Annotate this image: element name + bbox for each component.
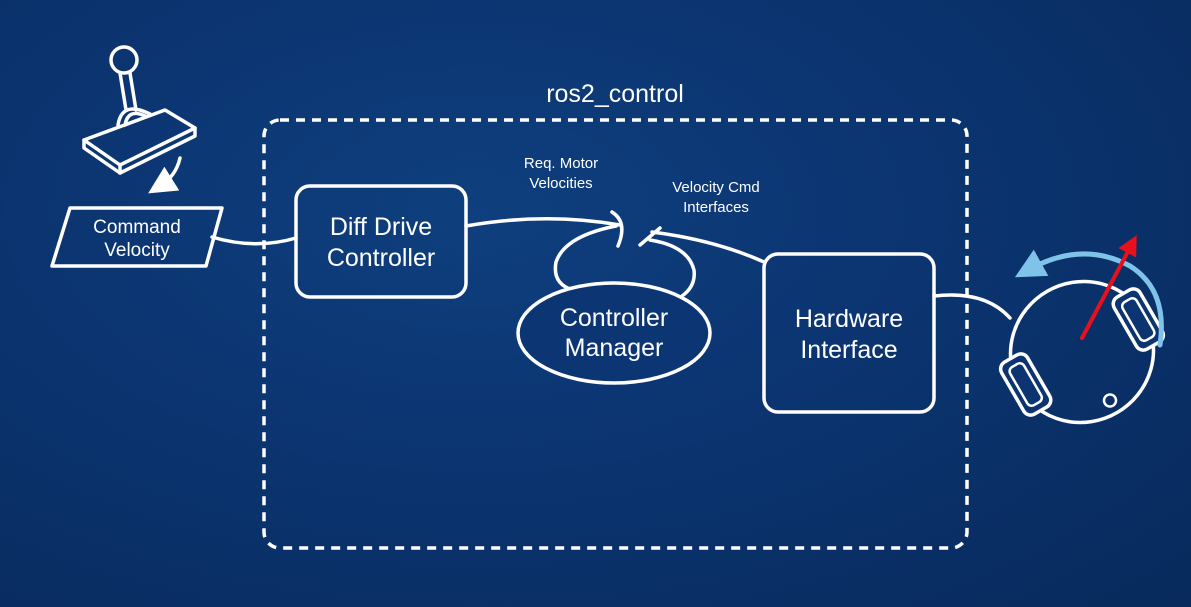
connectors xyxy=(210,210,1012,320)
link-cmdvel-to-diffdrive xyxy=(210,235,298,246)
command-velocity-line1: Command xyxy=(93,217,181,238)
hardware-interface-node: Hardware Interface xyxy=(762,252,936,414)
annotation-velocity-cmd-interfaces: Velocity Cmd Interfaces xyxy=(672,179,760,216)
diff-drive-controller-node: Diff Drive Controller xyxy=(294,184,468,299)
diff-drive-line2: Controller xyxy=(327,244,435,272)
controller-manager-node: Controller Manager xyxy=(516,281,712,385)
vel-cmd-line2: Interfaces xyxy=(683,199,749,216)
command-velocity-line2: Velocity xyxy=(104,240,170,261)
heading-arrow-icon xyxy=(1080,235,1137,340)
command-velocity-node: Command Velocity xyxy=(50,206,224,268)
ros2-control-container: ros2_control xyxy=(262,80,969,550)
hardware-interface-line2: Interface xyxy=(800,336,897,364)
diff-drive-line1: Diff Drive xyxy=(330,213,432,241)
diff-drive-robot-icon xyxy=(998,235,1166,425)
vel-cmd-line1: Velocity Cmd xyxy=(672,179,760,196)
req-motor-line1: Req. Motor xyxy=(524,155,598,172)
link-diffdrive-to-switch xyxy=(464,217,622,228)
switch-right-hook xyxy=(638,226,662,247)
container-label: ros2_control xyxy=(546,80,684,108)
rotation-arrow-icon xyxy=(1014,249,1164,348)
controller-manager-line2: Manager xyxy=(565,334,664,362)
link-switch-to-hardware xyxy=(650,230,766,264)
joystick-icon xyxy=(82,45,197,194)
link-hardware-to-robot xyxy=(932,293,1012,320)
annotation-req-motor-velocities: Req. Motor Velocities xyxy=(524,155,598,192)
loop-to-manager xyxy=(553,224,618,292)
req-motor-line2: Velocities xyxy=(529,175,592,192)
caster-icon xyxy=(1102,393,1118,408)
right-wheel-icon xyxy=(1111,287,1166,352)
left-wheel-icon xyxy=(998,352,1053,417)
hardware-interface-line1: Hardware xyxy=(795,305,903,333)
controller-manager-line1: Controller xyxy=(560,304,668,332)
switch-left-hook xyxy=(610,210,624,248)
